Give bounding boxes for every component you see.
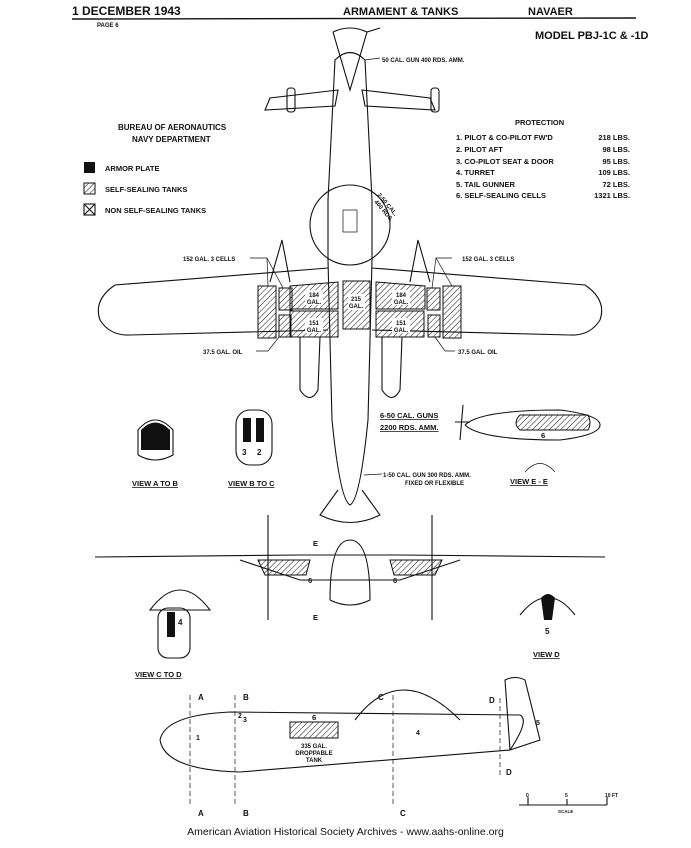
section-marker: A: [198, 693, 204, 702]
marker: 6: [541, 431, 545, 440]
section-marker: B: [243, 809, 249, 818]
model-title: MODEL PBJ-1C & -1D: [535, 30, 649, 42]
protection-weight: 72 LBS.: [602, 180, 630, 189]
scale-tick-label: 0: [526, 793, 529, 799]
tail-gun-callout: 50 CAL. GUN 400 RDS. AMM.: [382, 58, 465, 64]
solid-square-icon: [84, 162, 95, 173]
marker: 5: [545, 627, 550, 636]
marker: 4: [178, 618, 183, 627]
droppable-tank-label: TANK: [306, 758, 323, 764]
droppable-tank-label: 335 GAL.: [301, 744, 327, 750]
protection-item: 4. TURRET: [456, 168, 495, 177]
tank-label: GAL.: [394, 328, 409, 334]
marker: E: [313, 539, 318, 548]
protection-item: 6. SELF-SEALING CELLS: [456, 191, 546, 200]
flex-gun-callout: FIXED OR FLEXIBLE: [405, 481, 464, 487]
view-label: VIEW D: [533, 650, 560, 659]
view-b-to-c: 3 2 VIEW B TO C: [228, 409, 275, 488]
protection-weight: 109 LBS.: [598, 168, 630, 177]
cells-left-callout: 152 GAL. 3 CELLS: [183, 257, 235, 263]
page-number: PAGE 6: [97, 23, 119, 29]
droppable-tank-label: DROPPABLE: [295, 751, 332, 757]
tank-label: GAL.: [394, 300, 409, 306]
header-rule: [71, 17, 637, 20]
marker: 6: [393, 576, 397, 585]
marker: 3: [242, 448, 247, 457]
view-a-to-b: VIEW A TO B: [132, 419, 179, 488]
oil-left-callout: 37.5 GAL. OIL: [203, 350, 243, 356]
section-marker: D: [489, 696, 495, 705]
legend-label: ARMOR PLATE: [105, 164, 159, 173]
protection-weight: 1321 LBS.: [594, 191, 630, 200]
scale-label: SCALE: [558, 809, 573, 814]
marker: 4: [416, 730, 420, 737]
tank-label: 151: [309, 321, 320, 327]
protection-weight: 95 LBS.: [602, 157, 630, 166]
protection-weight: 218 LBS.: [598, 133, 630, 142]
tank-label: 215: [351, 297, 362, 303]
view-label: VIEW C TO D: [135, 670, 182, 679]
protection-item: 2. PILOT AFT: [456, 145, 503, 154]
scale-tick-label: 10 FT: [605, 793, 618, 799]
marker: 2: [257, 448, 262, 457]
marker: 3: [243, 717, 247, 724]
view-d: 5 VIEW D: [519, 594, 576, 659]
view-c-to-d: 4 VIEW C TO D: [135, 589, 212, 679]
section-marker: C: [378, 693, 384, 702]
protection-item: 1. PILOT & CO-PILOT FW'D: [456, 133, 553, 142]
tank-label: GAL.: [307, 328, 322, 334]
header-org: NAVAER: [528, 6, 573, 18]
view-label: VIEW A TO B: [132, 479, 179, 488]
view-label: VIEW E - E: [510, 477, 548, 486]
view-e-e: 6 VIEW E - E: [455, 404, 601, 486]
tank-label: 184: [396, 293, 407, 299]
legend: ARMOR PLATE SELF-SEALING TANKS NON SELF-…: [83, 162, 206, 216]
plan-view: 50 CAL. GUN 400 RDS. AMM. 2-50 CAL. 400 …: [97, 27, 603, 523]
flex-gun-callout: 1-50 CAL. GUN 300 RDS. AMM.: [383, 473, 471, 479]
legend-label: NON SELF-SEALING TANKS: [105, 206, 206, 215]
tank-label: 151: [396, 321, 407, 327]
tank-label: 184: [309, 293, 320, 299]
protection-title: PROTECTION: [515, 118, 564, 127]
protection-table: PROTECTION 1. PILOT & CO-PILOT FW'D 218 …: [456, 118, 630, 200]
bureau-line1: BUREAU OF AERONAUTICS: [118, 123, 227, 132]
header-section: ARMAMENT & TANKS: [343, 6, 458, 18]
marker: 6: [312, 713, 316, 722]
cells-right-callout: 152 GAL. 3 CELLS: [462, 257, 514, 263]
protection-item: 5. TAIL GUNNER: [456, 180, 515, 189]
bureau-line2: NAVY DEPARTMENT: [132, 135, 211, 144]
side-view: 6 335 GAL. DROPPABLE TANK A A B B C C D …: [159, 676, 541, 818]
scale-tick-label: 5: [565, 793, 568, 799]
header-date: 1 DECEMBER 1943: [72, 4, 181, 18]
view-label: VIEW B TO C: [228, 479, 275, 488]
legend-label: SELF-SEALING TANKS: [105, 185, 187, 194]
archive-footer: American Aviation Historical Society Arc…: [187, 826, 504, 838]
protection-item: 3. CO-PILOT SEAT & DOOR: [456, 157, 554, 166]
crossed-square-icon: [83, 203, 96, 216]
turret-circle: [309, 184, 391, 266]
section-marker: C: [400, 809, 406, 818]
nose-ammo-callout: 2200 RDS. AMM.: [380, 423, 439, 432]
section-marker: B: [243, 693, 249, 702]
section-marker: A: [198, 809, 204, 818]
nose-guns-callout: 6-50 CAL. GUNS: [380, 411, 438, 420]
protection-weight: 98 LBS.: [602, 145, 630, 154]
section-marker: D: [506, 768, 512, 777]
scale-bar: 0 5 10 FT SCALE: [519, 793, 618, 814]
marker: E: [313, 613, 318, 622]
tank-label: GAL.: [349, 304, 364, 310]
marker: 5: [536, 720, 540, 727]
front-view: E E 6 6: [94, 515, 606, 622]
tank-label: GAL.: [307, 300, 322, 306]
marker: 6: [308, 576, 312, 585]
oil-right-callout: 37.5 GAL. OIL: [458, 350, 498, 356]
marker: 1: [196, 735, 200, 742]
hatched-square-icon: [83, 182, 96, 195]
marker: 2: [238, 713, 242, 720]
